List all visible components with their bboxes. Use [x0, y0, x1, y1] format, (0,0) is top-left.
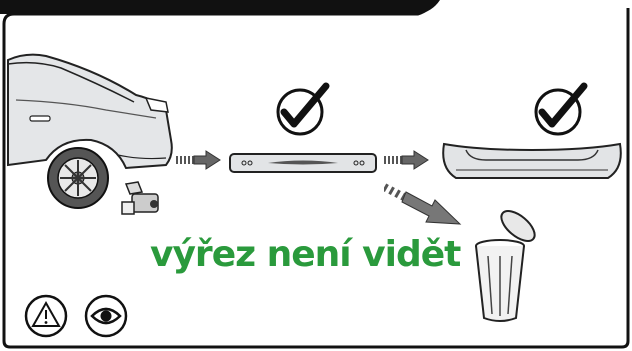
- instruction-caption: výřez není vidět: [150, 234, 450, 278]
- rear-bumper-icon: [436, 134, 628, 184]
- bumper-reinforcement-icon: [228, 150, 378, 176]
- checkmark-icon: [530, 82, 592, 138]
- arrow-down-right-icon: [384, 180, 464, 230]
- arrow-right-icon: [176, 150, 222, 170]
- warning-icon: [24, 294, 68, 338]
- arrow-right-icon: [384, 150, 430, 170]
- eye-icon: [84, 294, 128, 338]
- jack-icon: [118, 178, 166, 220]
- trash-bin-icon: [468, 206, 538, 326]
- checkmark-icon: [272, 82, 334, 138]
